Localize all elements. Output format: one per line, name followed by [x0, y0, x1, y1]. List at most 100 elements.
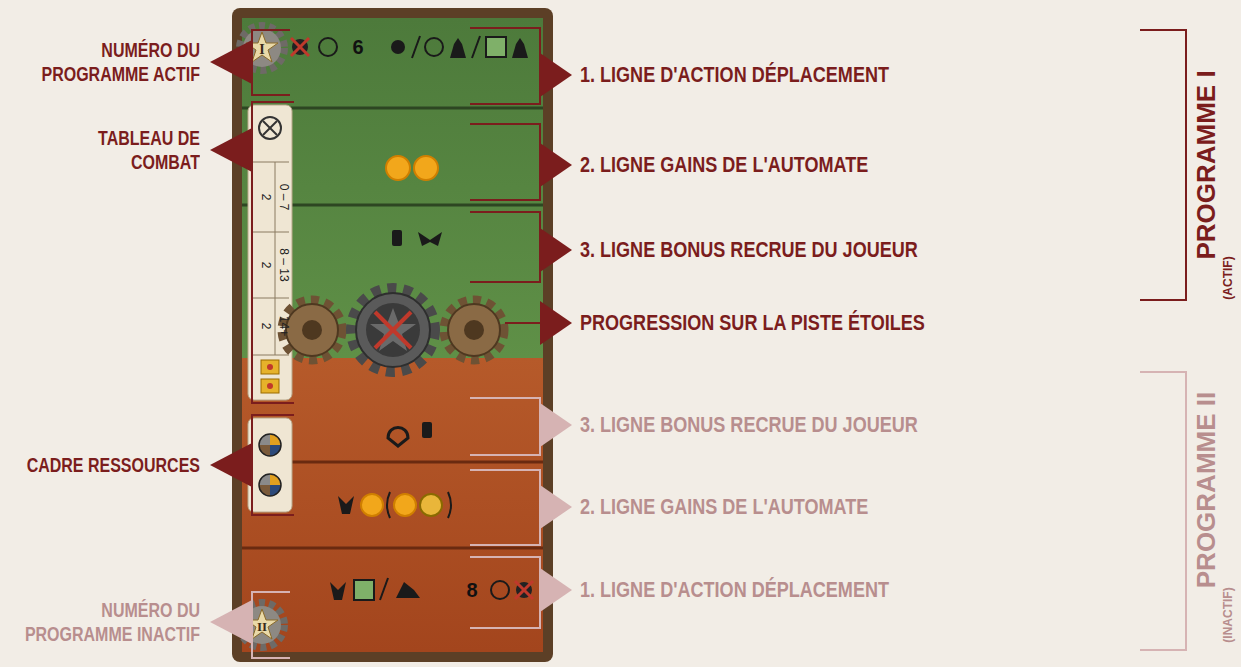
program-badge	[240, 26, 284, 647]
left-callouts-part	[210, 40, 252, 84]
star-track-gears-part	[370, 308, 416, 351]
movement-line-icons-part	[319, 38, 337, 56]
combat-table-part	[275, 162, 276, 355]
combat-table-part	[267, 383, 273, 389]
callout-label: TABLEAU DE COMBAT	[28, 126, 200, 174]
combat-table-part	[251, 162, 289, 163]
combat-table-part	[261, 360, 279, 374]
callout-label: 3. LIGNE BONUS RECRUE DU JOUEUR	[580, 412, 918, 438]
combat-table-part	[261, 379, 279, 393]
program-two-icons-part	[354, 580, 374, 600]
movement-line-icons-part	[486, 37, 506, 57]
card-part	[242, 547, 543, 550]
right-callouts-part	[505, 322, 540, 324]
program-two-icons-part	[396, 582, 420, 598]
program-two-icons-part	[361, 494, 383, 516]
movement-line-icons-part	[291, 38, 309, 56]
movement-line-icons-part	[450, 38, 466, 58]
move-distance: 6	[352, 36, 363, 58]
program-two-icons-part	[516, 582, 532, 598]
program-brackets-part	[1140, 30, 1186, 300]
table-cell: 14+	[276, 316, 289, 336]
resources-frame-part	[248, 418, 292, 512]
card	[232, 8, 553, 662]
right-callouts-part	[470, 470, 540, 545]
right-callouts-part	[470, 212, 540, 282]
left-callouts-part	[210, 128, 252, 172]
right-callouts-part	[540, 403, 572, 447]
left-callouts-part	[252, 30, 290, 95]
recruit-bonus-icons	[392, 230, 442, 246]
callout-label: 2. LIGNE GAINS DE L'AUTOMATE	[580, 494, 868, 520]
gains-coins-part	[414, 156, 438, 180]
program-two-icons-part	[387, 492, 390, 518]
left-callouts	[210, 30, 294, 658]
table-cell: 2	[258, 194, 271, 201]
program-two-icons-part	[515, 581, 533, 599]
movement-line-icons-part	[412, 36, 420, 58]
star-track-gears-part	[375, 312, 411, 348]
combat-table-part	[251, 298, 289, 299]
callout-label: CADRE RESSOURCES	[8, 453, 200, 477]
movement-line-icons-part	[425, 38, 443, 56]
left-callouts-part	[210, 443, 252, 487]
recruit-bonus-icons-part	[392, 230, 402, 246]
program-number: II	[257, 620, 267, 634]
star-track-gears-part	[375, 312, 411, 348]
callout-label: 3. LIGNE BONUS RECRUE DU JOUEUR	[580, 237, 918, 263]
right-callouts-part	[540, 485, 572, 529]
movement-line-icons-part	[472, 36, 480, 58]
left-callouts-part	[252, 102, 294, 403]
table-cell: 8 – 13	[276, 248, 289, 281]
move-distance: 8	[466, 579, 477, 601]
movement-line-icons	[291, 36, 528, 58]
movement-line-icons-part	[292, 39, 308, 55]
card-part	[232, 8, 553, 662]
right-callouts-part	[470, 28, 540, 104]
program-title: PROGRAMME I	[1192, 70, 1221, 259]
star-track-gears-part	[464, 320, 484, 340]
callout-label: 1. LIGNE D'ACTION DÉPLACEMENT	[580, 62, 889, 88]
star-track-gears-part	[286, 304, 338, 356]
movement-line-icons-part	[291, 38, 309, 56]
program-two-icons-part	[515, 581, 533, 599]
left-callouts-part	[210, 600, 252, 644]
right-callouts-part	[540, 568, 572, 612]
star-track-gears-part	[351, 288, 435, 372]
combat-table-part	[248, 105, 292, 400]
right-callouts-part	[470, 557, 540, 628]
program-brackets	[1140, 30, 1186, 650]
program-two-icons-part	[491, 581, 509, 599]
combat-table-part	[263, 121, 277, 135]
program-two-icons-part	[448, 492, 451, 518]
program-two-icons-part	[388, 428, 408, 447]
callout-label: NUMÉRO DU PROGRAMME INACTIF	[0, 598, 200, 646]
program-two-icons-part	[330, 582, 346, 600]
right-callouts-part	[540, 143, 572, 187]
program-two-icons-part	[394, 494, 416, 516]
right-callouts-part	[540, 53, 572, 97]
movement-line-icons-part	[512, 38, 528, 58]
program-state: (INACTIF)	[1222, 587, 1235, 642]
left-callouts-part	[252, 592, 290, 658]
resources-frame-part	[259, 434, 281, 456]
program-two-icons-part	[380, 578, 388, 600]
program-title: PROGRAMME II	[1192, 392, 1221, 588]
callout-label: 2. LIGNE GAINS DE L'AUTOMATE	[580, 152, 868, 178]
gains-coins	[386, 156, 438, 180]
table-cell: 2	[258, 262, 271, 269]
star-track-gears	[282, 288, 504, 372]
program-two-icons-part	[420, 494, 442, 516]
movement-line-icons-part	[391, 40, 405, 54]
program-state: (ACTIF)	[1222, 256, 1235, 299]
combat-table-part	[259, 117, 281, 139]
star-track-gears-part	[366, 303, 420, 357]
program-brackets-part	[1140, 372, 1186, 650]
program-two-icons-part	[422, 422, 432, 438]
table-cell: 0 – 7	[276, 184, 289, 211]
left-callouts-part	[252, 415, 294, 515]
resources-frame	[248, 418, 292, 512]
combat-table-part	[263, 121, 277, 135]
table-cell: 2	[258, 323, 271, 330]
program-two-icons-part	[338, 496, 354, 514]
